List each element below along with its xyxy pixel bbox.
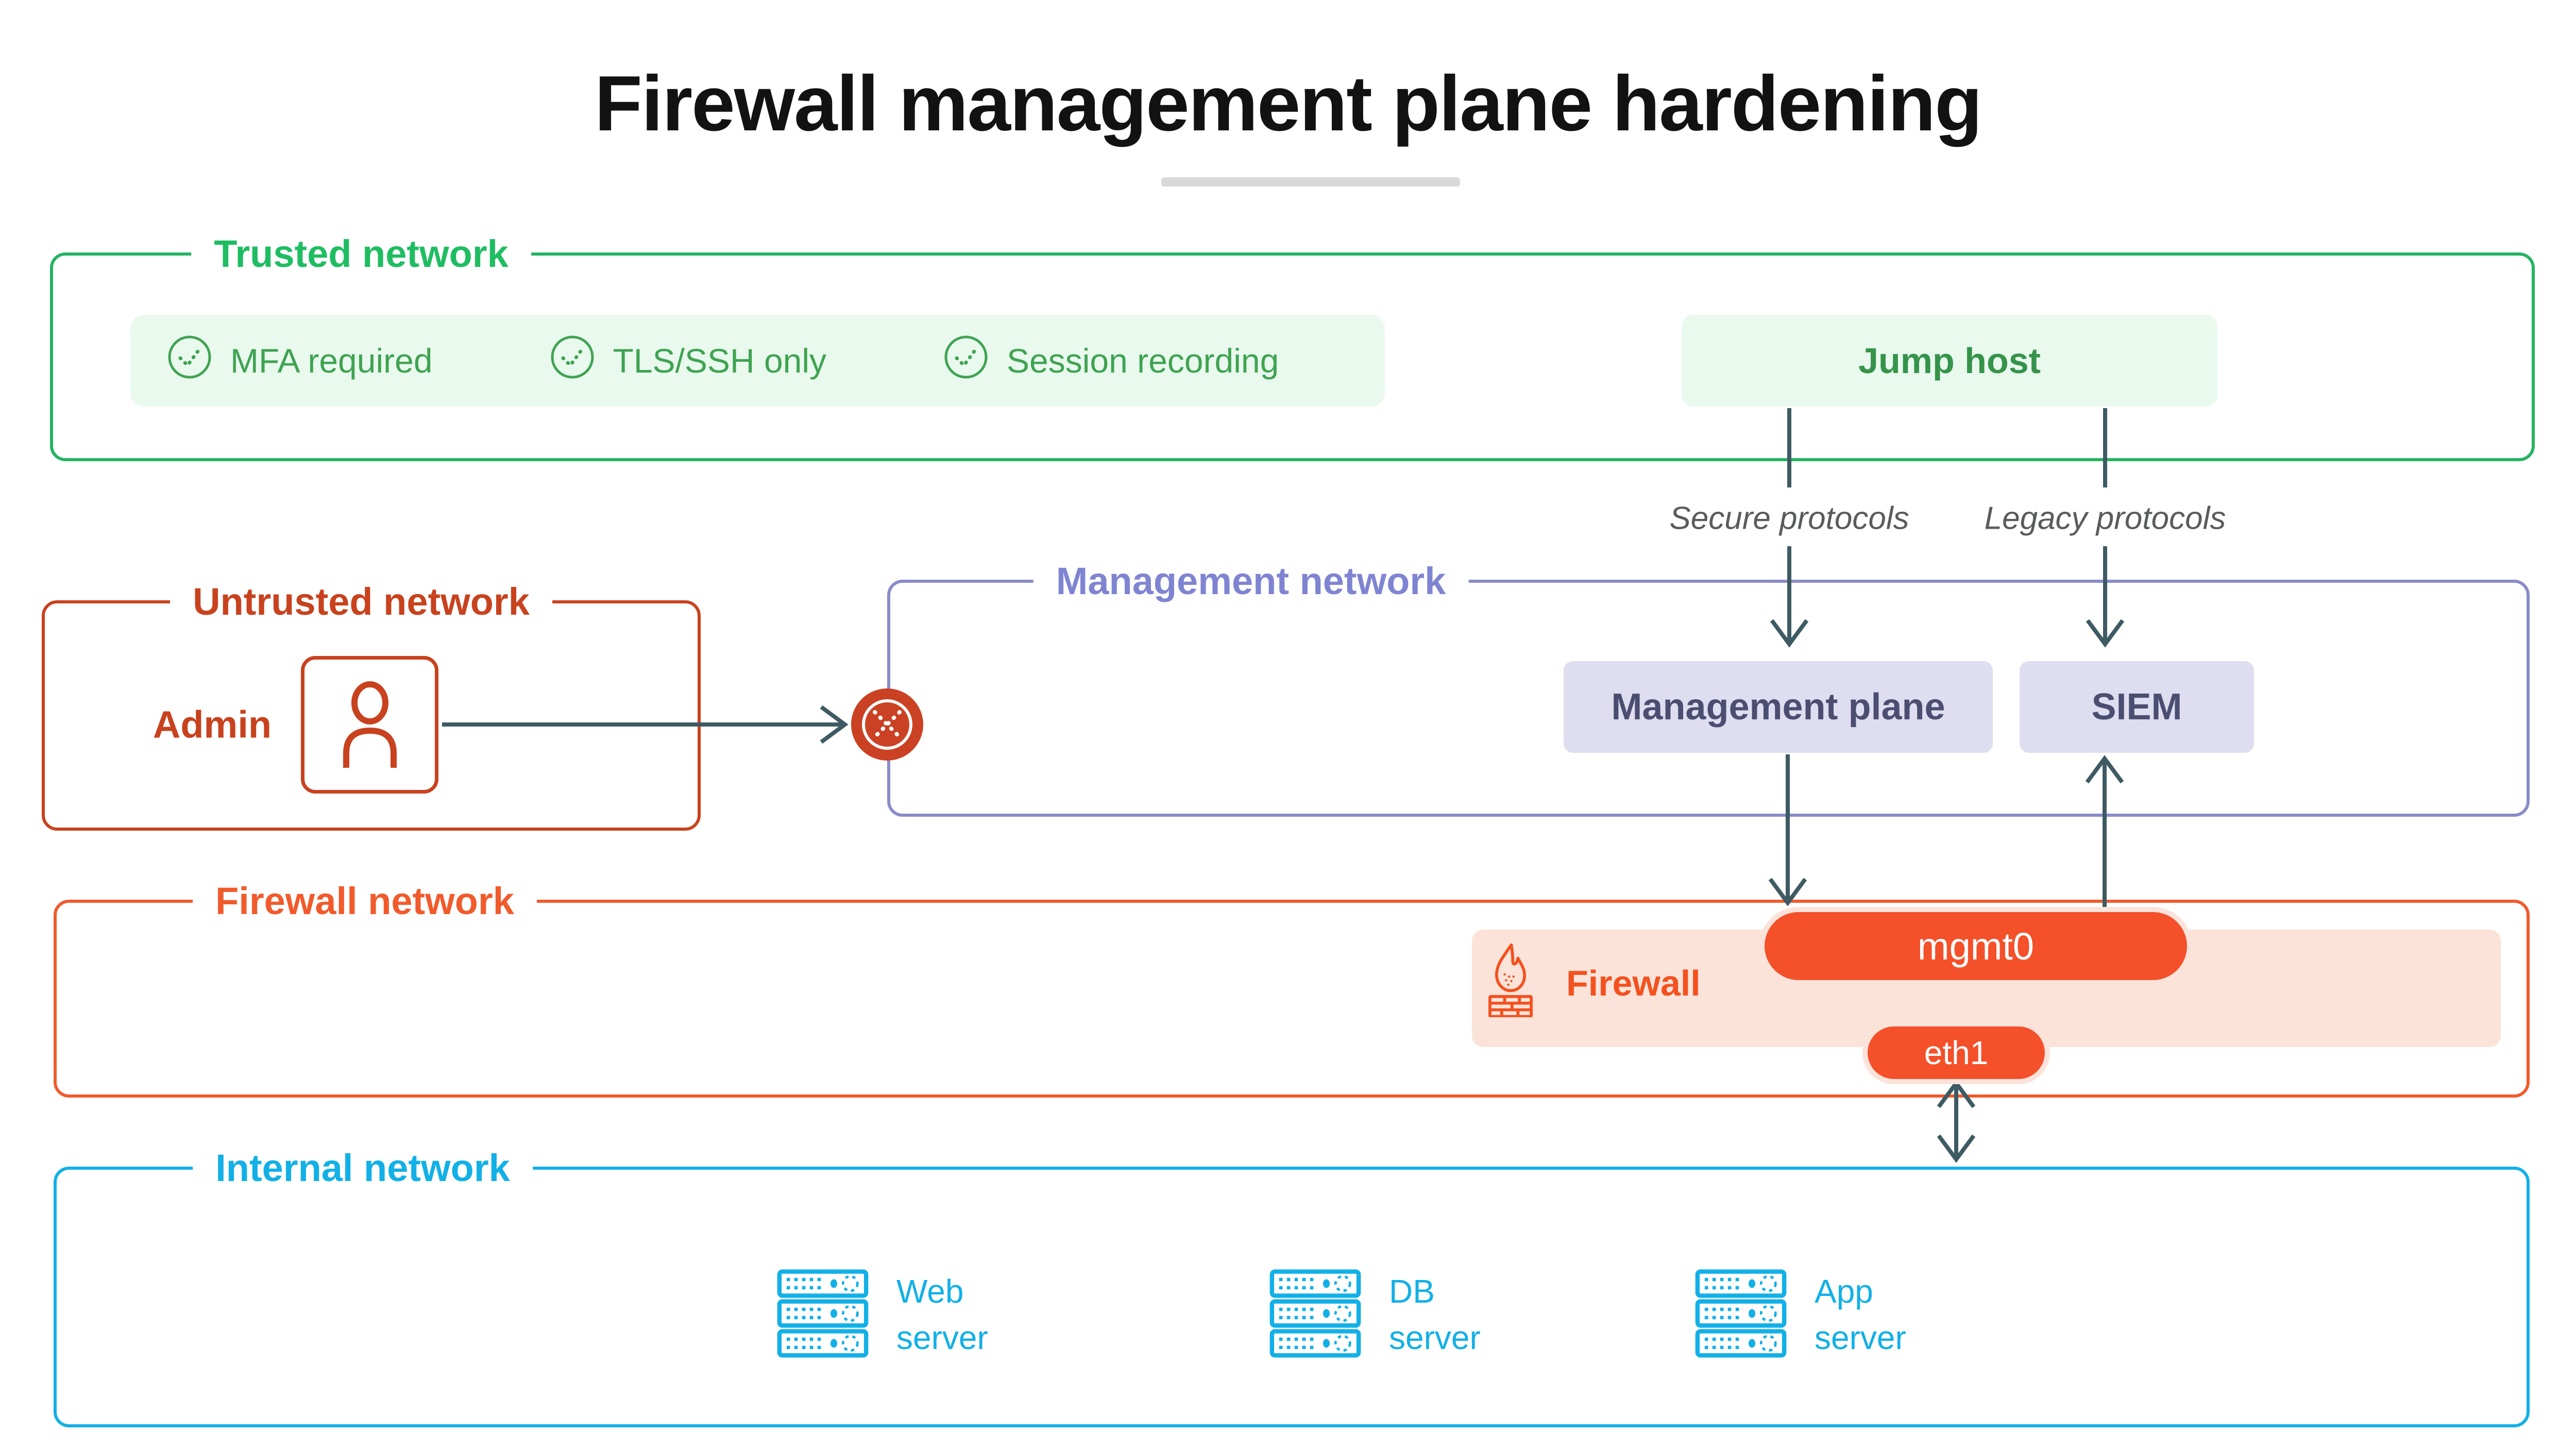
trusted-controls-pill: MFA required TLS/SSH only Session record… — [130, 315, 1385, 407]
control-mfa: MFA required — [167, 335, 433, 387]
check-circle-icon — [550, 335, 595, 387]
firewall-network-box: Firewall network — [54, 878, 2530, 1098]
siem-node: SIEM — [2020, 661, 2254, 753]
blocked-connection-icon — [850, 687, 924, 762]
firewall-network-label: Firewall network — [193, 878, 537, 925]
db-server-label: DB server — [1389, 1273, 1481, 1356]
control-session-recording: Session recording — [944, 335, 1279, 387]
server-rack-icon — [777, 1269, 869, 1360]
admin-label: Admin — [152, 703, 272, 746]
management-network-label: Management network — [1033, 558, 1469, 605]
app-server-node: App server — [1695, 1269, 1933, 1361]
control-session-recording-label: Session recording — [1007, 342, 1279, 380]
management-plane-label: Management plane — [1611, 686, 1945, 728]
mgmt0-label: mgmt0 — [1917, 924, 2035, 968]
control-mfa-label: MFA required — [230, 342, 433, 380]
secure-protocols-arrow — [1770, 408, 1809, 648]
check-circle-icon — [944, 335, 988, 387]
management-plane-node: Management plane — [1564, 661, 1993, 753]
title-divider — [1161, 177, 1460, 187]
untrusted-network-label: Untrusted network — [170, 578, 552, 626]
trusted-network-label: Trusted network — [191, 230, 531, 278]
internal-network-box: Internal network — [54, 1144, 2530, 1427]
untrusted-network-box: Untrusted network — [42, 578, 701, 831]
page-title: Firewall management plane hardening — [595, 60, 1982, 147]
siem-label: SIEM — [2091, 686, 2182, 728]
person-icon — [318, 672, 421, 778]
firewall-icon — [1487, 942, 1534, 1020]
admin-blocked-arrow — [442, 705, 849, 744]
server-rack-icon — [1269, 1269, 1361, 1360]
management-plane-to-mgmt0-arrow — [1768, 754, 1807, 906]
management-network-box: Management network — [887, 558, 2530, 817]
web-server-label: Web server — [896, 1273, 988, 1356]
app-server-label: App server — [1815, 1273, 1906, 1356]
trusted-network-box: Trusted network — [50, 230, 2535, 461]
eth1-internal-double-arrow — [1937, 1080, 1976, 1163]
jump-host-label: Jump host — [1858, 341, 2041, 381]
eth1-label: eth1 — [1924, 1034, 1989, 1071]
web-server-node: Web server — [777, 1269, 1015, 1361]
internal-network-label: Internal network — [193, 1144, 533, 1192]
check-circle-icon — [167, 335, 212, 387]
jump-host-node: Jump host — [1682, 315, 2217, 407]
db-server-node: DB server — [1269, 1269, 1507, 1361]
mgmt0-to-siem-arrow — [2085, 755, 2124, 909]
firewall-label: Firewall — [1566, 963, 1701, 1003]
eth1-interface-pill: eth1 — [1862, 1021, 2050, 1084]
admin-node — [301, 656, 438, 794]
mgmt0-interface-pill: mgmt0 — [1759, 907, 2192, 985]
legacy-protocols-arrow — [2086, 408, 2125, 648]
legacy-protocols-label: Legacy protocols — [1975, 500, 2235, 537]
secure-protocols-label: Secure protocols — [1660, 500, 1919, 537]
server-rack-icon — [1695, 1269, 1787, 1360]
control-tls-ssh-label: TLS/SSH only — [613, 342, 827, 380]
control-tls-ssh: TLS/SSH only — [550, 335, 827, 387]
